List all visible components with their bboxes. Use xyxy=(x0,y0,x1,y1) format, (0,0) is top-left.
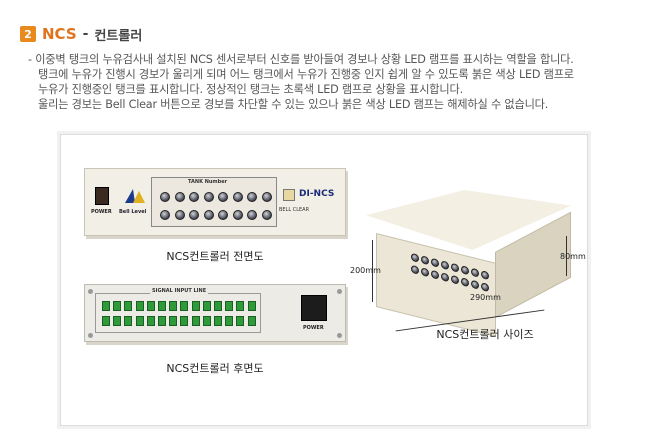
terminal-block xyxy=(214,316,222,326)
tank-led xyxy=(431,269,439,280)
section-number-badge: 2 xyxy=(20,26,36,42)
terminal-block xyxy=(225,301,234,311)
terminal-block xyxy=(135,301,144,311)
tank-led xyxy=(232,192,243,202)
screw-icon xyxy=(337,333,342,338)
terminal-block xyxy=(113,301,122,311)
terminal-block xyxy=(124,316,133,326)
tank-led xyxy=(160,210,170,220)
terminal-block xyxy=(236,316,245,326)
description-line: 누유가 진행중인 탱크를 표시합니다. 정상적인 탱크는 초록색 LED 램프로… xyxy=(38,83,463,96)
tank-led xyxy=(261,210,272,220)
terminal-block xyxy=(247,301,256,311)
rear-power-label: POWER xyxy=(303,325,324,331)
tank-led xyxy=(461,277,469,288)
terminal-block xyxy=(135,316,144,326)
tank-number-label: TANK Number xyxy=(188,179,228,185)
tank-led xyxy=(174,210,185,220)
tank-led xyxy=(431,257,439,268)
power-switch xyxy=(95,187,109,205)
screw-icon xyxy=(88,289,93,294)
description-line: 탱크에 누유가 진행시 경보가 울리게 되며 어느 탱크에서 누유가 진행중 인… xyxy=(38,68,574,81)
signal-input-label: SIGNAL INPUT LINE xyxy=(150,288,209,294)
section-dash: - xyxy=(82,26,89,42)
front-caption: NCS컨트롤러 전면도 xyxy=(166,250,264,263)
section-subtitle: 컨트롤러 xyxy=(94,28,143,44)
terminal-block xyxy=(158,301,166,311)
power-socket xyxy=(301,295,327,321)
depth-dimension-line xyxy=(566,236,567,276)
tank-led xyxy=(471,279,479,290)
depth-dimension: 80mm xyxy=(560,252,586,261)
rear-panel-image: SIGNAL INPUT LINE POWER xyxy=(84,284,346,342)
tank-led xyxy=(203,192,214,202)
section-title: NCS xyxy=(42,25,77,43)
brand-logo-icon xyxy=(125,189,145,203)
tank-led xyxy=(461,265,469,276)
tank-led xyxy=(471,267,479,278)
screw-icon xyxy=(337,289,342,294)
terminal-block xyxy=(102,316,110,326)
signal-input-block: SIGNAL INPUT LINE xyxy=(95,288,261,333)
tank-led xyxy=(189,210,199,220)
bell-clear-button xyxy=(283,189,295,201)
tank-led xyxy=(451,274,459,285)
terminal-block xyxy=(236,301,245,311)
terminal-block xyxy=(169,316,178,326)
screw-icon xyxy=(88,333,93,338)
tank-led xyxy=(174,192,185,202)
tank-led xyxy=(203,210,214,220)
tank-led xyxy=(247,210,257,220)
size-caption: NCS컨트롤러 사이즈 xyxy=(436,328,534,341)
tank-led xyxy=(218,192,228,202)
terminal-block xyxy=(102,301,110,311)
tank-led xyxy=(261,192,272,202)
terminal-block xyxy=(124,301,133,311)
description-line: 울리는 경보는 Bell Clear 버튼으로 경보를 차단할 수 있는 있으나… xyxy=(38,98,549,111)
tank-led xyxy=(411,264,419,275)
tank-led-panel: TANK Number xyxy=(151,177,277,227)
tank-led xyxy=(160,192,170,202)
description-line: 이중벽 탱크의 누유검사내 설치된 NCS 센서로부터 신호를 받아들여 경보나… xyxy=(28,52,648,67)
terminal-block xyxy=(202,316,211,326)
terminal-block xyxy=(225,316,234,326)
bell-clear-label: BELL CLEAR xyxy=(279,207,310,213)
tank-led xyxy=(481,270,489,281)
terminal-block xyxy=(146,301,155,311)
tank-led xyxy=(481,282,489,293)
terminal-block xyxy=(180,301,189,311)
front-panel-image: POWER Bell Level TANK Number BELL CLEAR … xyxy=(84,168,346,236)
tank-led xyxy=(411,252,419,263)
tank-led xyxy=(441,272,449,283)
tank-led xyxy=(441,260,449,271)
terminal-block xyxy=(113,316,122,326)
brand-label: Bell Level xyxy=(119,209,147,215)
width-dimension: 290mm xyxy=(470,293,501,302)
height-dimension: 200mm xyxy=(350,266,381,275)
front-power-label: POWER xyxy=(91,209,112,215)
terminal-block xyxy=(202,301,211,311)
tank-led xyxy=(421,255,429,266)
terminal-block xyxy=(191,301,200,311)
terminal-block xyxy=(158,316,166,326)
tank-led xyxy=(218,210,228,220)
tank-led xyxy=(451,262,459,273)
rear-caption: NCS컨트롤러 후면도 xyxy=(166,362,264,375)
tank-led xyxy=(421,267,429,278)
terminal-block xyxy=(191,316,200,326)
terminal-block xyxy=(180,316,189,326)
terminal-block xyxy=(146,316,155,326)
tank-led xyxy=(189,192,199,202)
tank-led xyxy=(232,210,243,220)
height-dimension-line xyxy=(372,240,373,302)
model-label: DI-NCS xyxy=(299,189,335,199)
description: 이중벽 탱크의 누유검사내 설치된 NCS 센서로부터 신호를 받아들여 경보나… xyxy=(28,52,648,112)
terminal-block xyxy=(169,301,178,311)
terminal-block xyxy=(247,316,256,326)
section-heading: 2 NCS - 컨트롤러 xyxy=(20,25,143,44)
tank-led xyxy=(247,192,257,202)
terminal-block xyxy=(214,301,222,311)
